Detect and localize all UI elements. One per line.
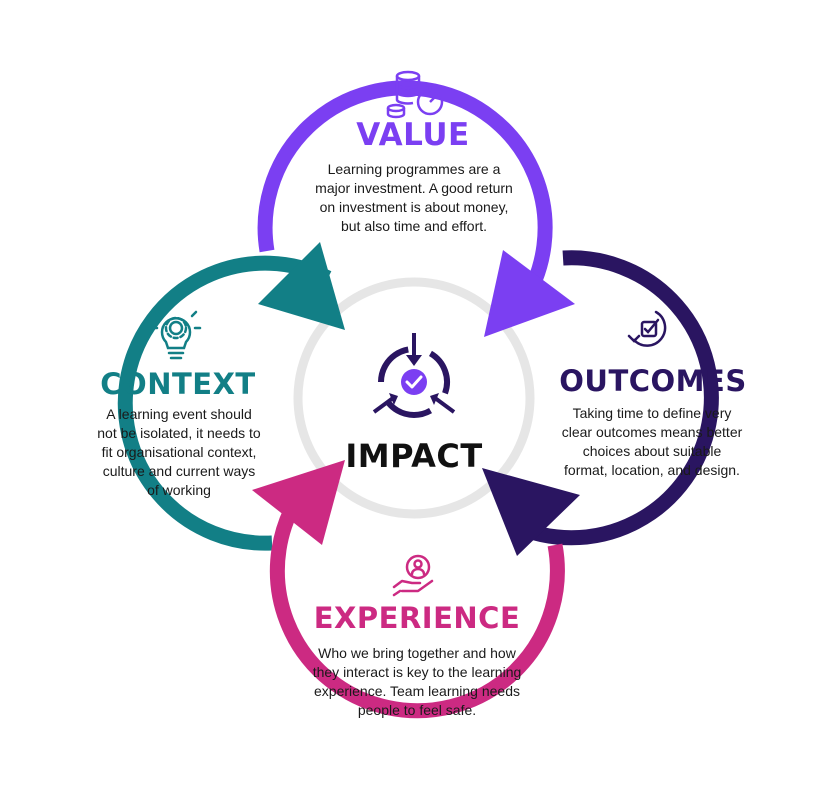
outcomes-line: choices about suitable [582, 443, 722, 459]
outcomes-line: clear outcomes means better [561, 424, 743, 440]
value-arrowhead [484, 250, 575, 337]
hand-person-icon [392, 554, 434, 597]
context-line: fit organisational context, [101, 444, 257, 460]
outcomes-line: Taking time to define very [572, 405, 732, 421]
outcomes-title: OUTCOMES [559, 364, 747, 398]
outcomes-line: format, location, and design. [564, 462, 740, 478]
context-description: A learning event should not be isolated,… [84, 405, 274, 500]
circular-check-icon [627, 310, 667, 347]
experience-title: EXPERIENCE [313, 601, 521, 635]
context-loop-arc [117, 255, 332, 551]
experience-loop-arc [269, 485, 565, 719]
value-line: Learning programmes are a [327, 161, 501, 177]
context-line: A learning event should [106, 406, 252, 422]
context-line: of working [147, 482, 211, 498]
impact-title: IMPACT [345, 437, 483, 475]
value-line: on investment is about money, [319, 199, 509, 215]
target-check-icon [372, 333, 456, 418]
experience-line: experience. Team learning needs [314, 683, 520, 699]
value-description: Learning programmes are a major investme… [298, 160, 530, 236]
experience-line: people to feel safe. [357, 702, 477, 718]
context-title: CONTEXT [100, 367, 256, 401]
experience-description: Who we bring together and how they inter… [292, 644, 542, 720]
outcomes-arrowhead [482, 468, 580, 556]
experience-line: they interact is key to the learning [312, 664, 522, 680]
center-ring [293, 277, 535, 519]
value-line: major investment. A good return [315, 180, 513, 196]
lightbulb-gear-icon [150, 310, 202, 360]
context-line: culture and current ways [102, 463, 256, 479]
outcomes-loop-arc [509, 250, 719, 546]
value-line: but also time and effort. [340, 218, 488, 234]
coins-stopwatch-icon [386, 70, 444, 119]
context-arrowhead [258, 242, 345, 330]
experience-arrowhead [252, 460, 345, 545]
value-title: VALUE [356, 117, 470, 153]
outcomes-description: Taking time to define very clear outcome… [552, 404, 752, 480]
context-line: not be isolated, it needs to [97, 425, 261, 441]
experience-line: Who we bring together and how [318, 645, 516, 661]
